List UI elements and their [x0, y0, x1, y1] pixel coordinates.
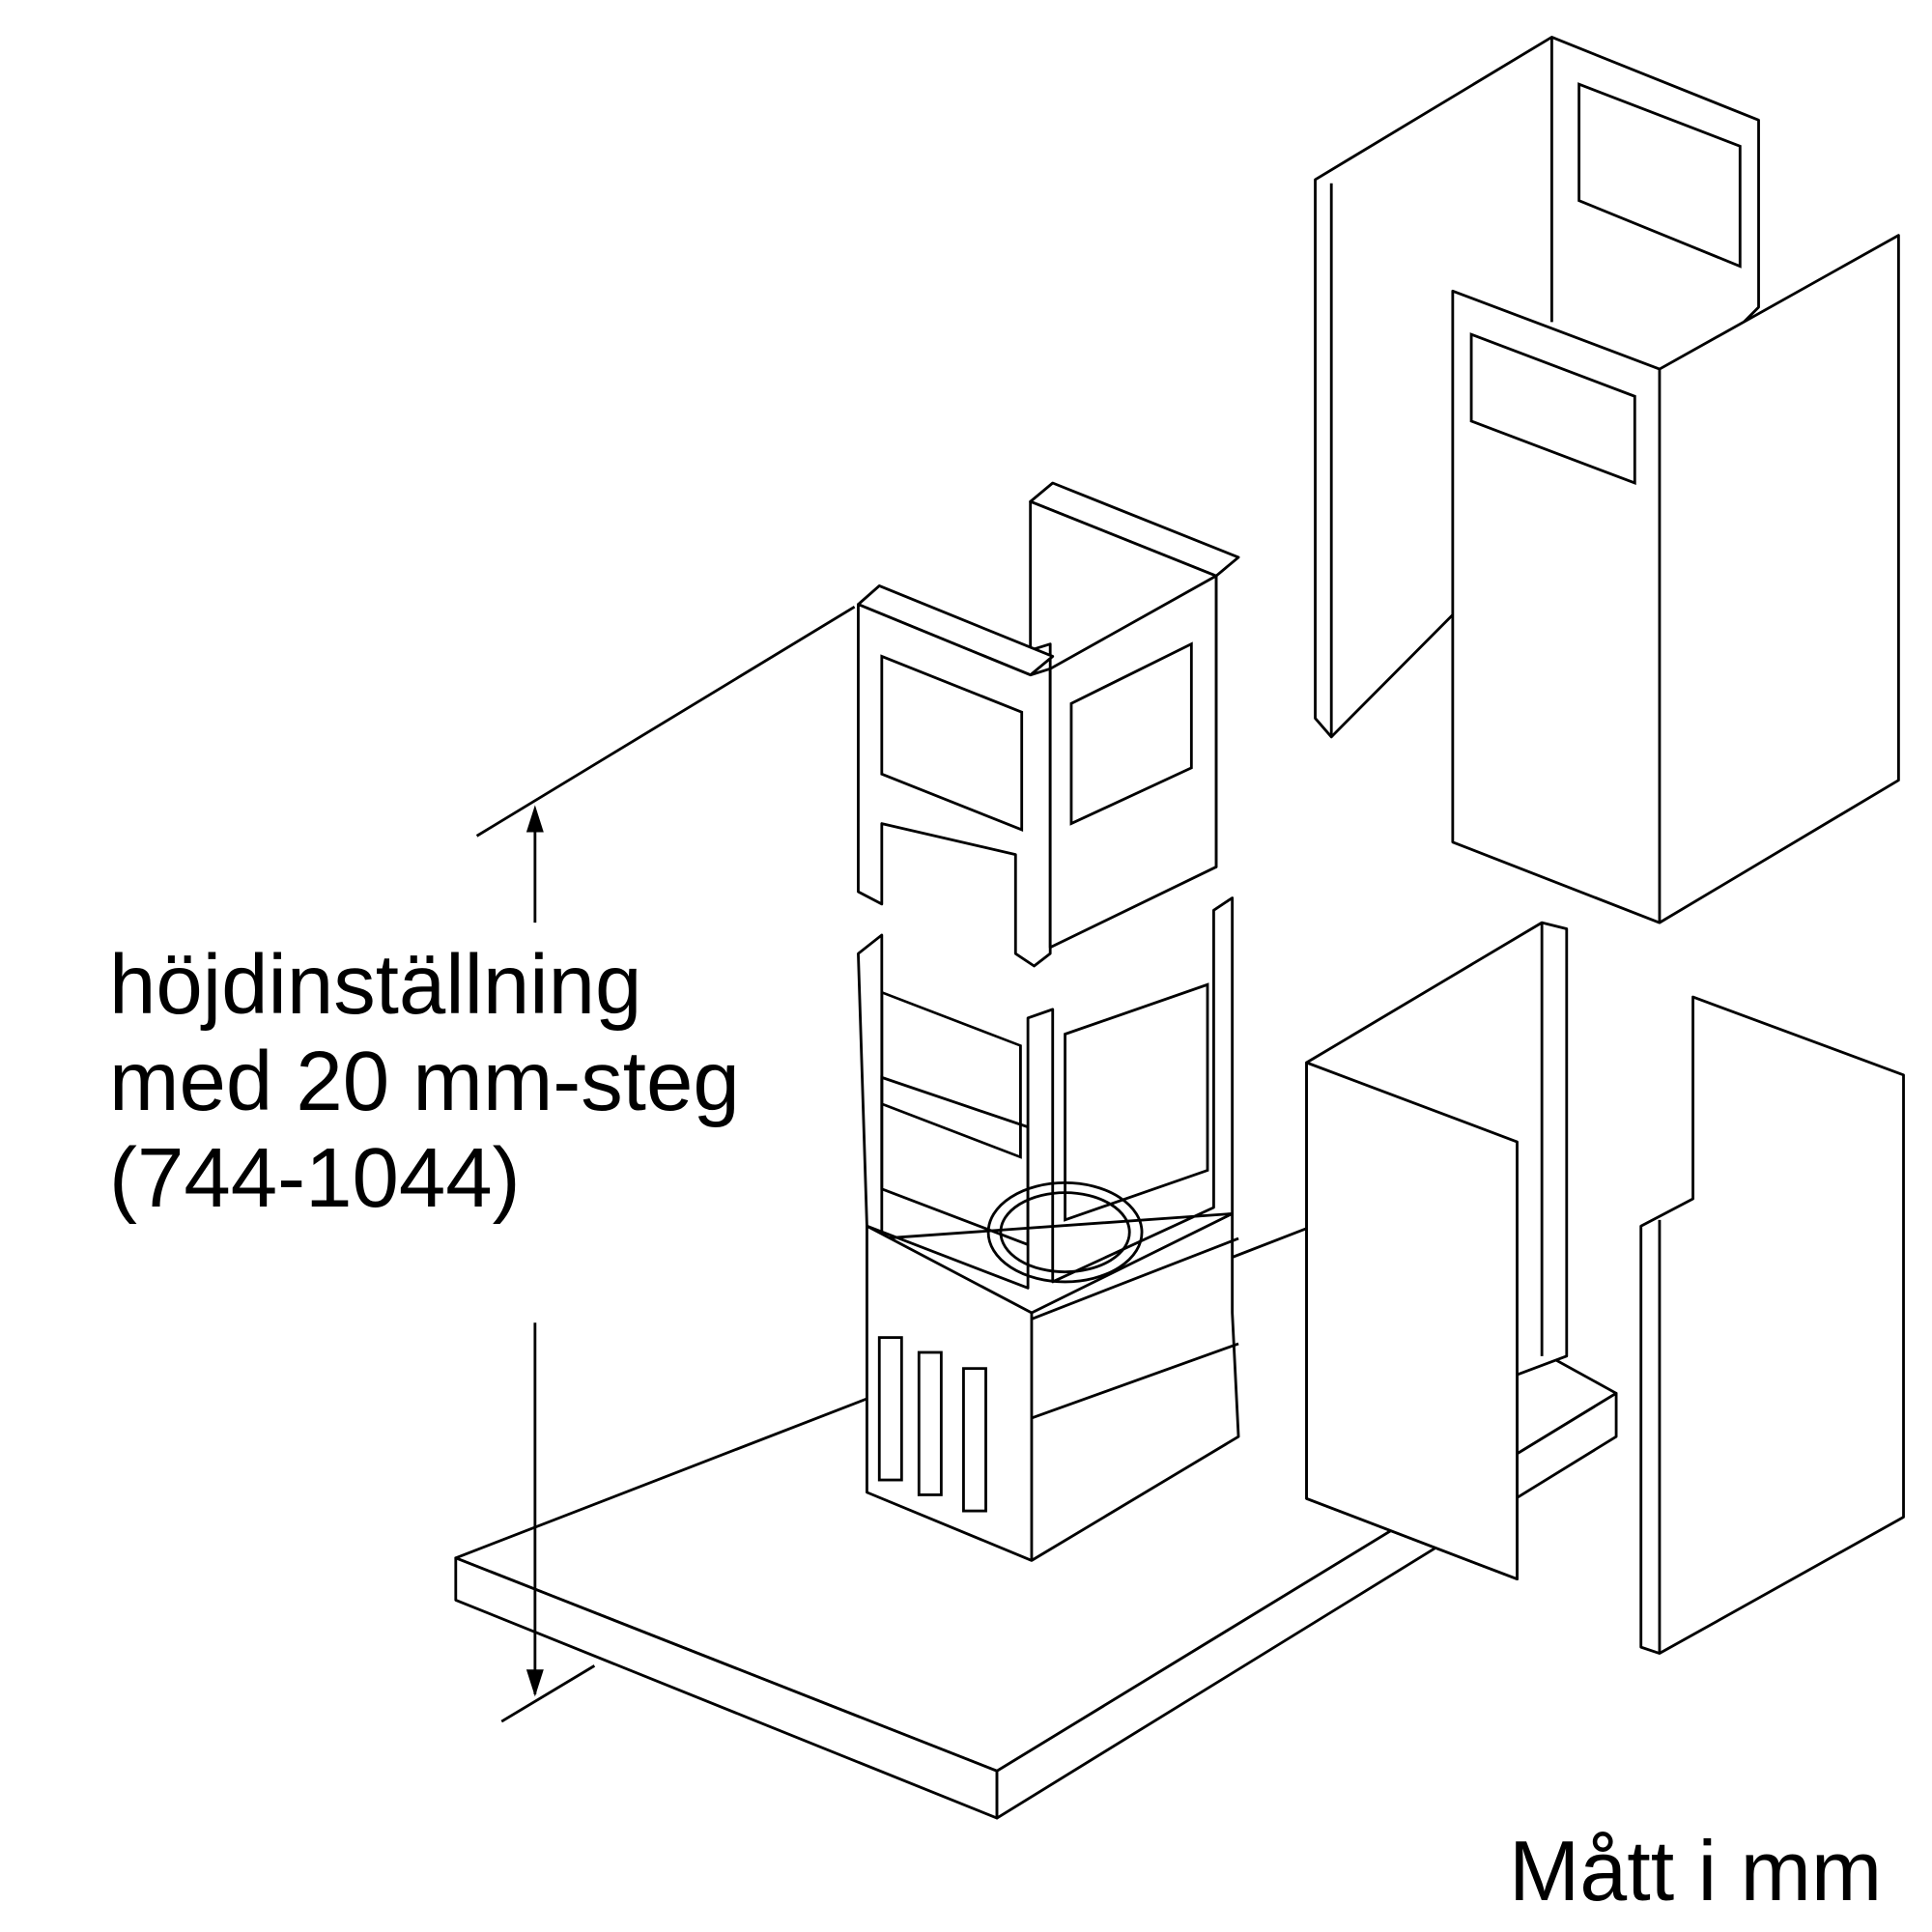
vent-grille	[1469, 332, 1636, 486]
motor-housing	[866, 1212, 1240, 1562]
arrow-down-icon	[526, 1669, 544, 1697]
lower-chimney-front	[1639, 995, 1905, 1655]
vent-grille	[1577, 82, 1742, 269]
upper-chimney-front	[1451, 234, 1900, 924]
arrow-up-icon	[526, 805, 544, 833]
height-adjustment-label: höjdinställning med 20 mm-steg (744-1044…	[109, 937, 740, 1227]
height-label-line1: höjdinställning	[109, 938, 642, 1032]
height-label-line2: med 20 mm-steg	[109, 1035, 740, 1128]
duct-ring	[986, 1180, 1144, 1284]
height-dimension	[475, 605, 856, 1723]
height-label-line3: (744-1044)	[109, 1131, 521, 1225]
units-note: Mått i mm	[1509, 1823, 1883, 1918]
lower-chimney-rear	[1305, 921, 1569, 1581]
